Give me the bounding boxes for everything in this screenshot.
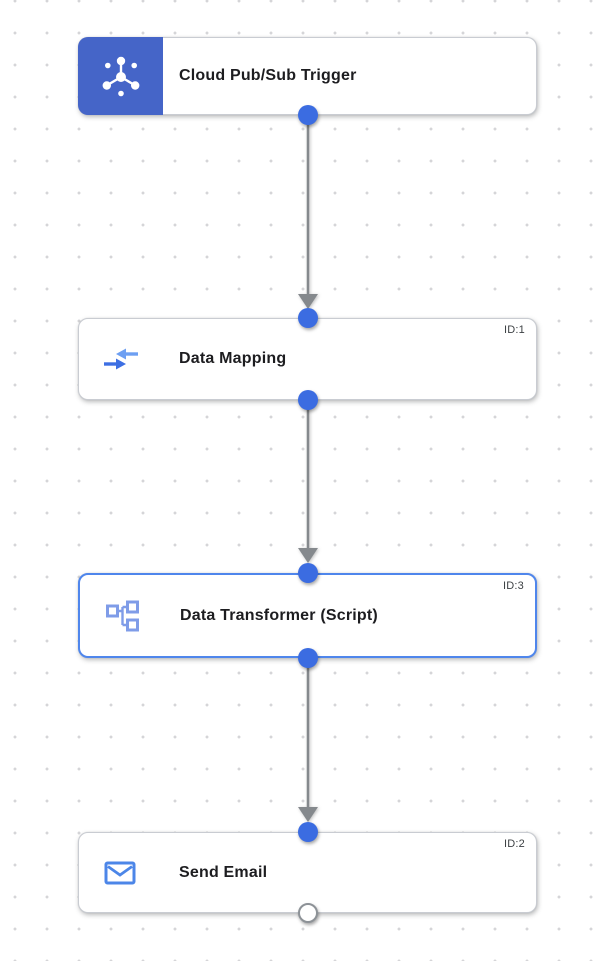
connector-edge[interactable]: [296, 115, 320, 309]
input-port[interactable]: [297, 308, 318, 328]
arrowhead-icon: [297, 807, 318, 822]
node-id-badge: ID:3: [503, 580, 524, 592]
arrowhead-icon: [297, 548, 318, 563]
node-cloud-pubsub-trigger[interactable]: Cloud Pub/Sub Trigger: [78, 37, 537, 115]
data-mapping-icon: [103, 346, 139, 372]
connector-edge[interactable]: [296, 658, 320, 822]
node-label: Data Mapping: [179, 350, 287, 367]
pubsub-icon: [99, 54, 143, 98]
input-port[interactable]: [297, 563, 318, 583]
arrowhead-icon: [297, 294, 318, 309]
output-port[interactable]: [297, 648, 318, 668]
output-port-unconnected[interactable]: [297, 903, 318, 923]
node-label: Data Transformer (Script): [180, 606, 378, 624]
data-transformer-icon: [104, 599, 140, 633]
email-icon: [103, 859, 137, 887]
node-data-mapping[interactable]: ID:1 Data Mapping: [78, 318, 537, 400]
output-port[interactable]: [297, 105, 318, 125]
connector-edge[interactable]: [296, 400, 320, 563]
output-port[interactable]: [297, 390, 318, 410]
input-port[interactable]: [297, 822, 318, 842]
node-data-transformer[interactable]: ID:3 Data Transformer (Script): [78, 573, 537, 658]
node-label: Send Email: [179, 863, 268, 881]
node-label: Cloud Pub/Sub Trigger: [179, 67, 357, 84]
node-id-badge: ID:2: [504, 838, 525, 850]
trigger-color-block: [78, 37, 163, 115]
node-id-badge: ID:1: [504, 324, 525, 336]
node-send-email[interactable]: ID:2 Send Email: [78, 832, 537, 913]
